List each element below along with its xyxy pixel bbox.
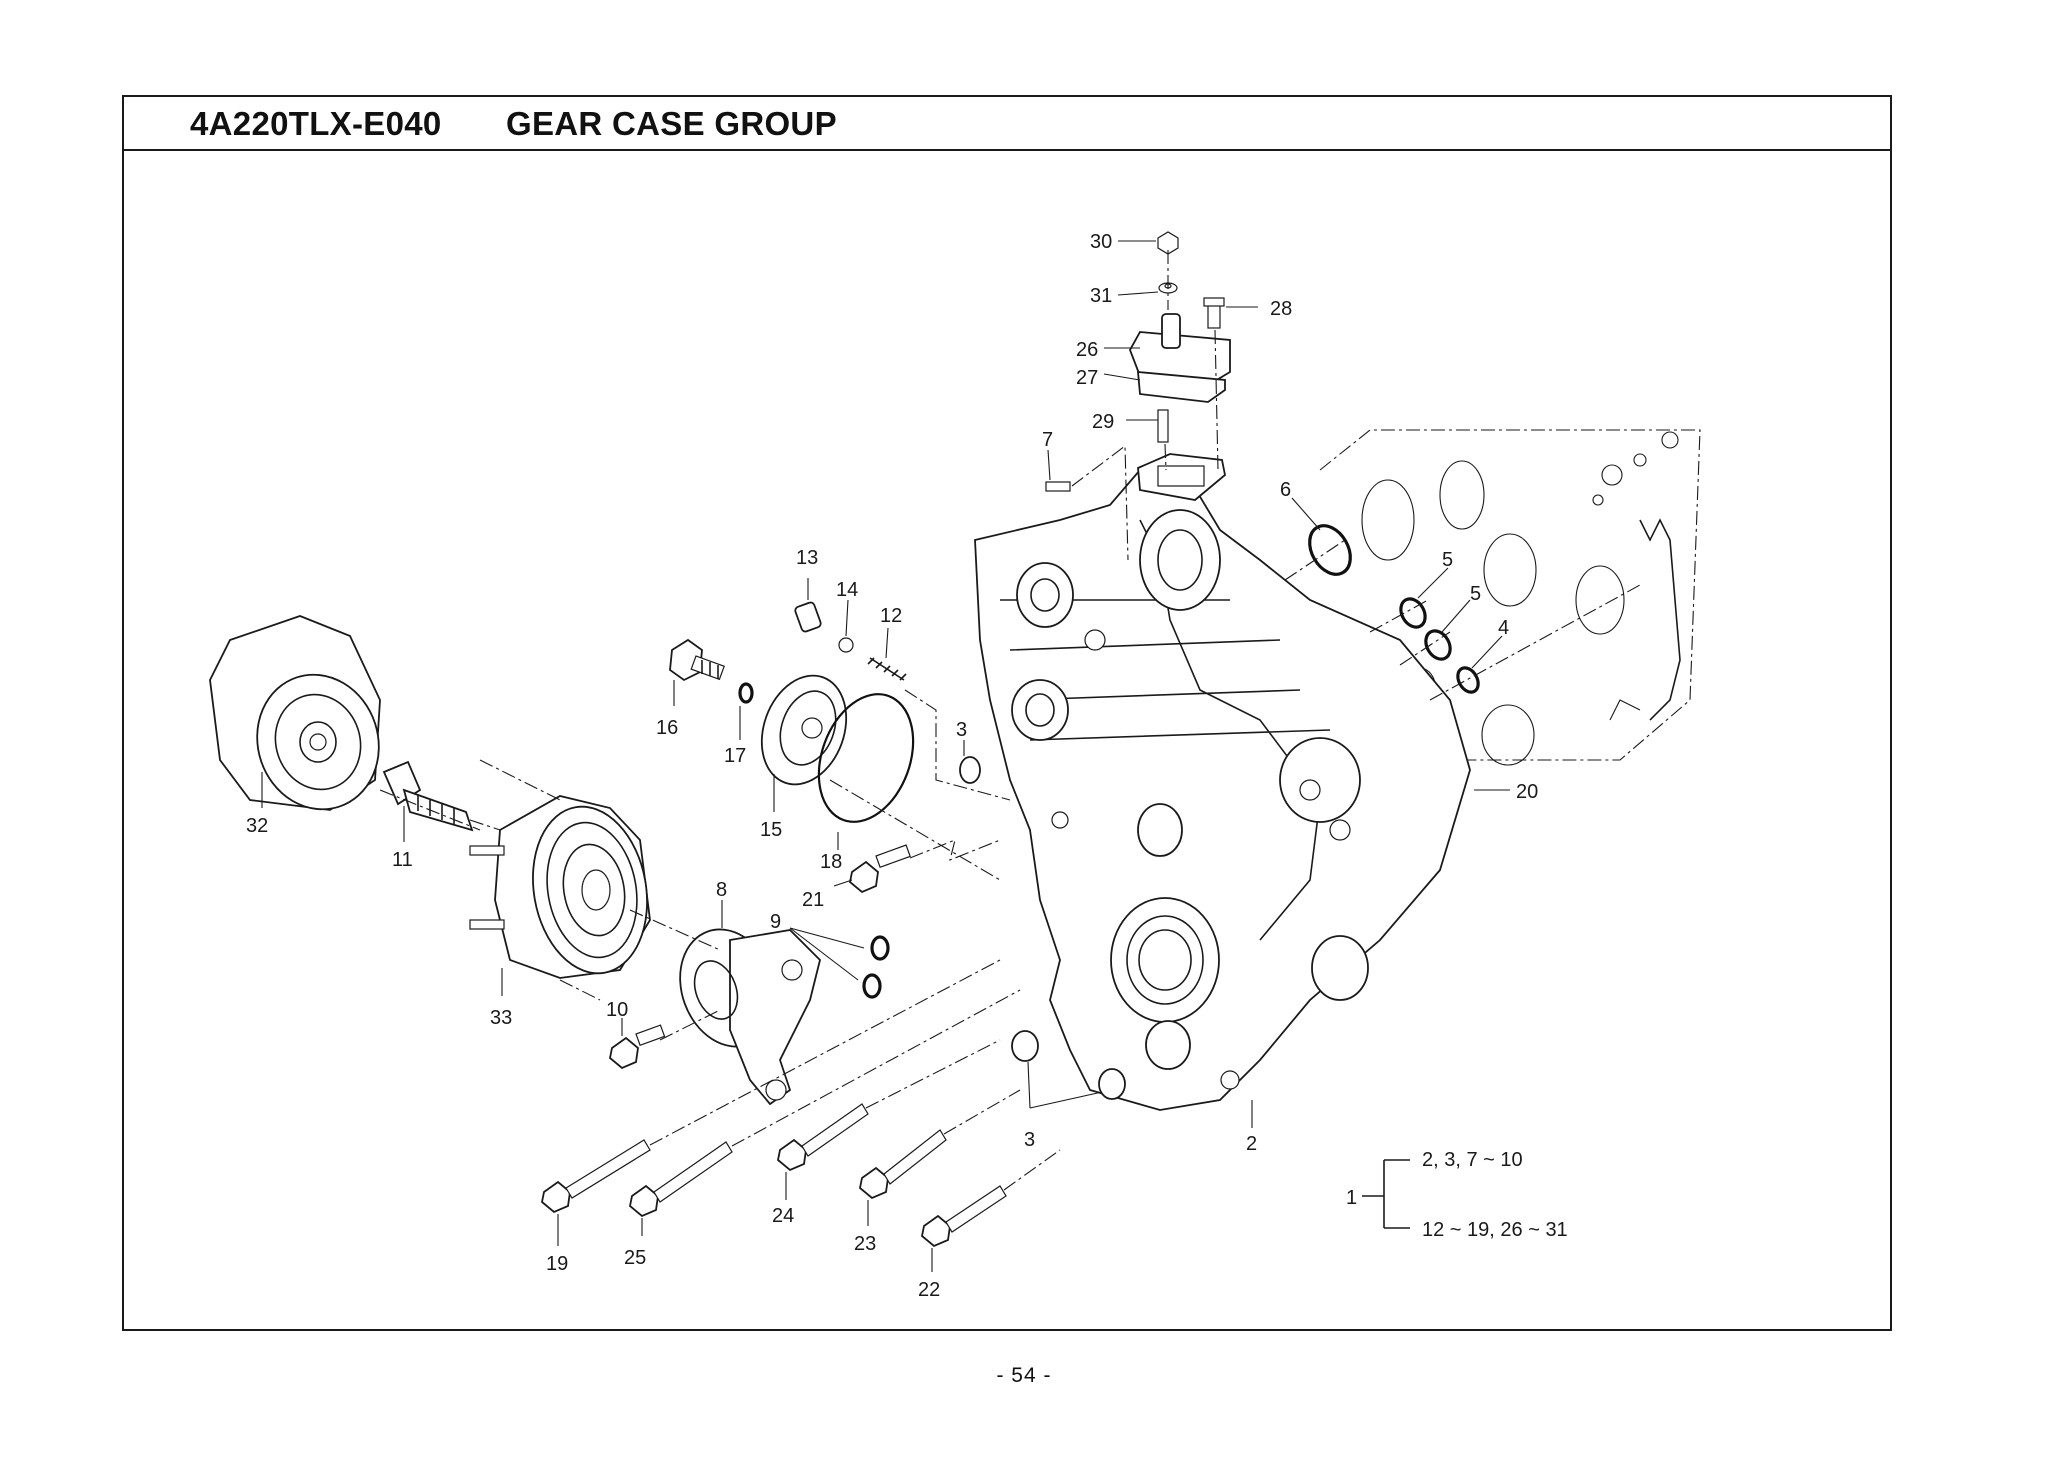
cover-o-ring: [817, 693, 915, 823]
relief-valve-ball: [838, 637, 854, 653]
bolt-10: [609, 1024, 666, 1070]
callout-32: 32: [246, 815, 268, 837]
gear-case: [974, 453, 1471, 1111]
callout-14: 14: [836, 579, 858, 601]
kit-note-line2: 12 ~ 19, 26 ~ 31: [1422, 1219, 1568, 1241]
relief-valve-spring: [867, 657, 907, 681]
callout-33: 33: [490, 1007, 512, 1029]
callout-12: 12: [880, 605, 902, 627]
callout-22: 22: [918, 1279, 940, 1301]
group-title: GEAR CASE GROUP: [506, 105, 837, 142]
callout-29: 29: [1092, 411, 1114, 433]
group-code: 4A220TLX-E040: [190, 105, 442, 142]
callout-7: 7: [1042, 429, 1053, 451]
filter-stud: [382, 760, 474, 832]
callout-21: 21: [802, 889, 824, 911]
callout-19: 19: [546, 1253, 568, 1275]
oil-cooler: [469, 795, 651, 979]
callout-31: 31: [1090, 285, 1112, 307]
relief-valve-sleeve: [794, 601, 822, 633]
callout-5a: 5: [1442, 549, 1453, 571]
callout-30: 30: [1090, 231, 1112, 253]
callout-3-top: 3: [956, 719, 967, 741]
dowel-pin: [1045, 481, 1071, 492]
engine-block-outline: [1319, 429, 1701, 766]
breather-assembly: [1129, 231, 1231, 471]
callout-8: 8: [716, 879, 727, 901]
o-rings-right: [1284, 524, 1641, 701]
o-ring-9a: [870, 935, 890, 961]
callout-13: 13: [796, 547, 818, 569]
plug-3-left: [1011, 1030, 1039, 1062]
callout-numbers: 30 31 28 26 27 29 7 6 5 5 4 13 14 12 16 …: [246, 231, 1568, 1301]
callout-2: 2: [1246, 1133, 1257, 1155]
callout-11: 11: [392, 849, 413, 871]
kit-bracket: [1362, 1159, 1410, 1229]
diagram-frame: 4A220TLX-E040 GEAR CASE GROUP: [122, 95, 1892, 1331]
o-ring-17: [738, 682, 754, 704]
oil-filter: [209, 615, 381, 811]
callout-5b: 5: [1470, 583, 1481, 605]
plug-3-top: [959, 756, 981, 784]
callout-18: 18: [820, 851, 842, 873]
o-ring-9b: [862, 973, 882, 999]
callout-6: 6: [1280, 479, 1291, 501]
leader-lines: [261, 240, 1510, 1272]
title-bar: 4A220TLX-E040 GEAR CASE GROUP: [124, 97, 1890, 151]
callout-1: 1: [1346, 1187, 1357, 1209]
callout-17: 17: [724, 745, 746, 767]
callout-20: 20: [1516, 781, 1538, 803]
callout-27: 27: [1076, 367, 1098, 389]
long-bolts: [541, 959, 1061, 1248]
callout-4: 4: [1498, 617, 1509, 639]
callout-24: 24: [772, 1205, 794, 1227]
water-pump: [679, 928, 821, 1106]
callout-9: 9: [770, 911, 781, 933]
callout-16: 16: [656, 717, 678, 739]
oil-pump-cover: [760, 674, 848, 786]
kit-note-line1: 2, 3, 7 ~ 10: [1422, 1149, 1523, 1171]
cover-bolt-21: [849, 844, 911, 894]
callout-3-bottom: 3: [1024, 1129, 1035, 1151]
page-number: - 54 -: [996, 1364, 1052, 1387]
callout-15: 15: [760, 819, 782, 841]
callout-28: 28: [1270, 298, 1292, 320]
callout-26: 26: [1076, 339, 1098, 361]
plug-3-right: [1098, 1068, 1126, 1100]
callout-25: 25: [624, 1247, 646, 1269]
callout-10: 10: [606, 999, 628, 1021]
drain-plug: [669, 638, 725, 682]
callout-23: 23: [854, 1233, 876, 1255]
